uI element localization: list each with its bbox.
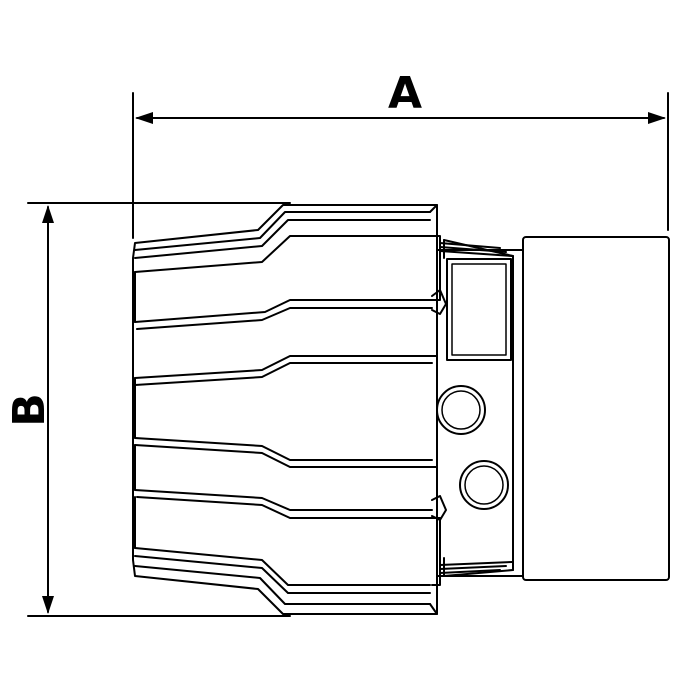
arrowhead-b-bottom bbox=[42, 596, 54, 614]
dimension-a-label: A bbox=[388, 68, 422, 119]
rear-cap bbox=[522, 236, 670, 581]
dimension-b bbox=[27, 202, 291, 617]
shell-outline bbox=[132, 204, 438, 615]
cable-entry-hole-upper bbox=[436, 385, 486, 435]
arrowhead-b-top bbox=[42, 205, 54, 223]
dimension-b-label: B bbox=[4, 393, 55, 427]
terminal-window bbox=[446, 258, 512, 361]
arrowhead-a-left bbox=[135, 112, 153, 124]
arrowhead-a-right bbox=[648, 112, 666, 124]
connector-body bbox=[436, 239, 524, 577]
cable-entry-hole-lower bbox=[459, 460, 509, 510]
ribbed-shell bbox=[132, 204, 447, 615]
dimension-a bbox=[132, 92, 669, 239]
